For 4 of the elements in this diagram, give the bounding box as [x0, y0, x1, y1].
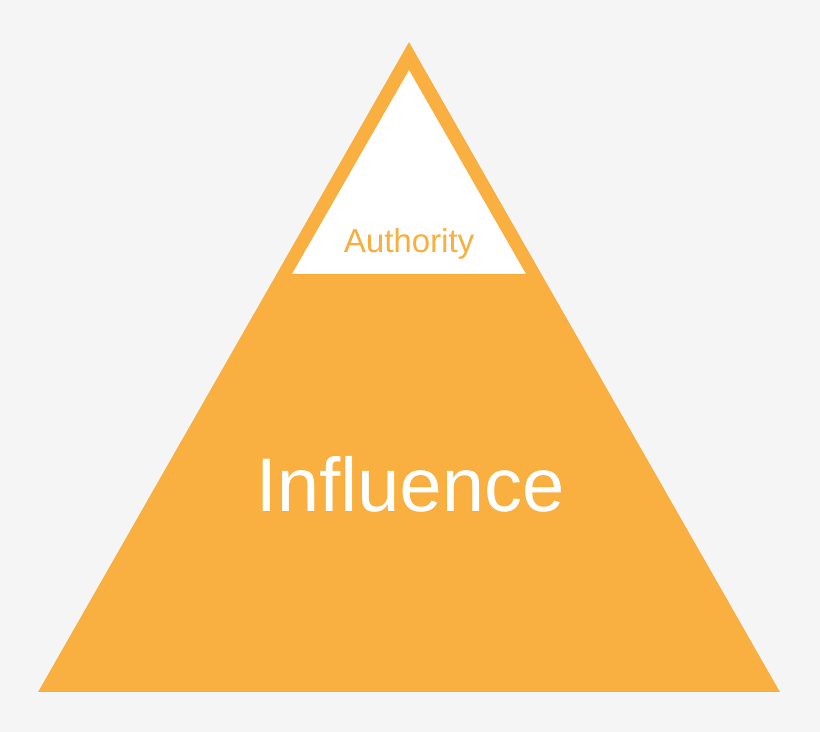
tier-label: Influence [256, 442, 564, 530]
apex-triangle [292, 70, 526, 274]
pyramid-triangle [38, 42, 780, 692]
tier-label: Authority [344, 222, 474, 260]
